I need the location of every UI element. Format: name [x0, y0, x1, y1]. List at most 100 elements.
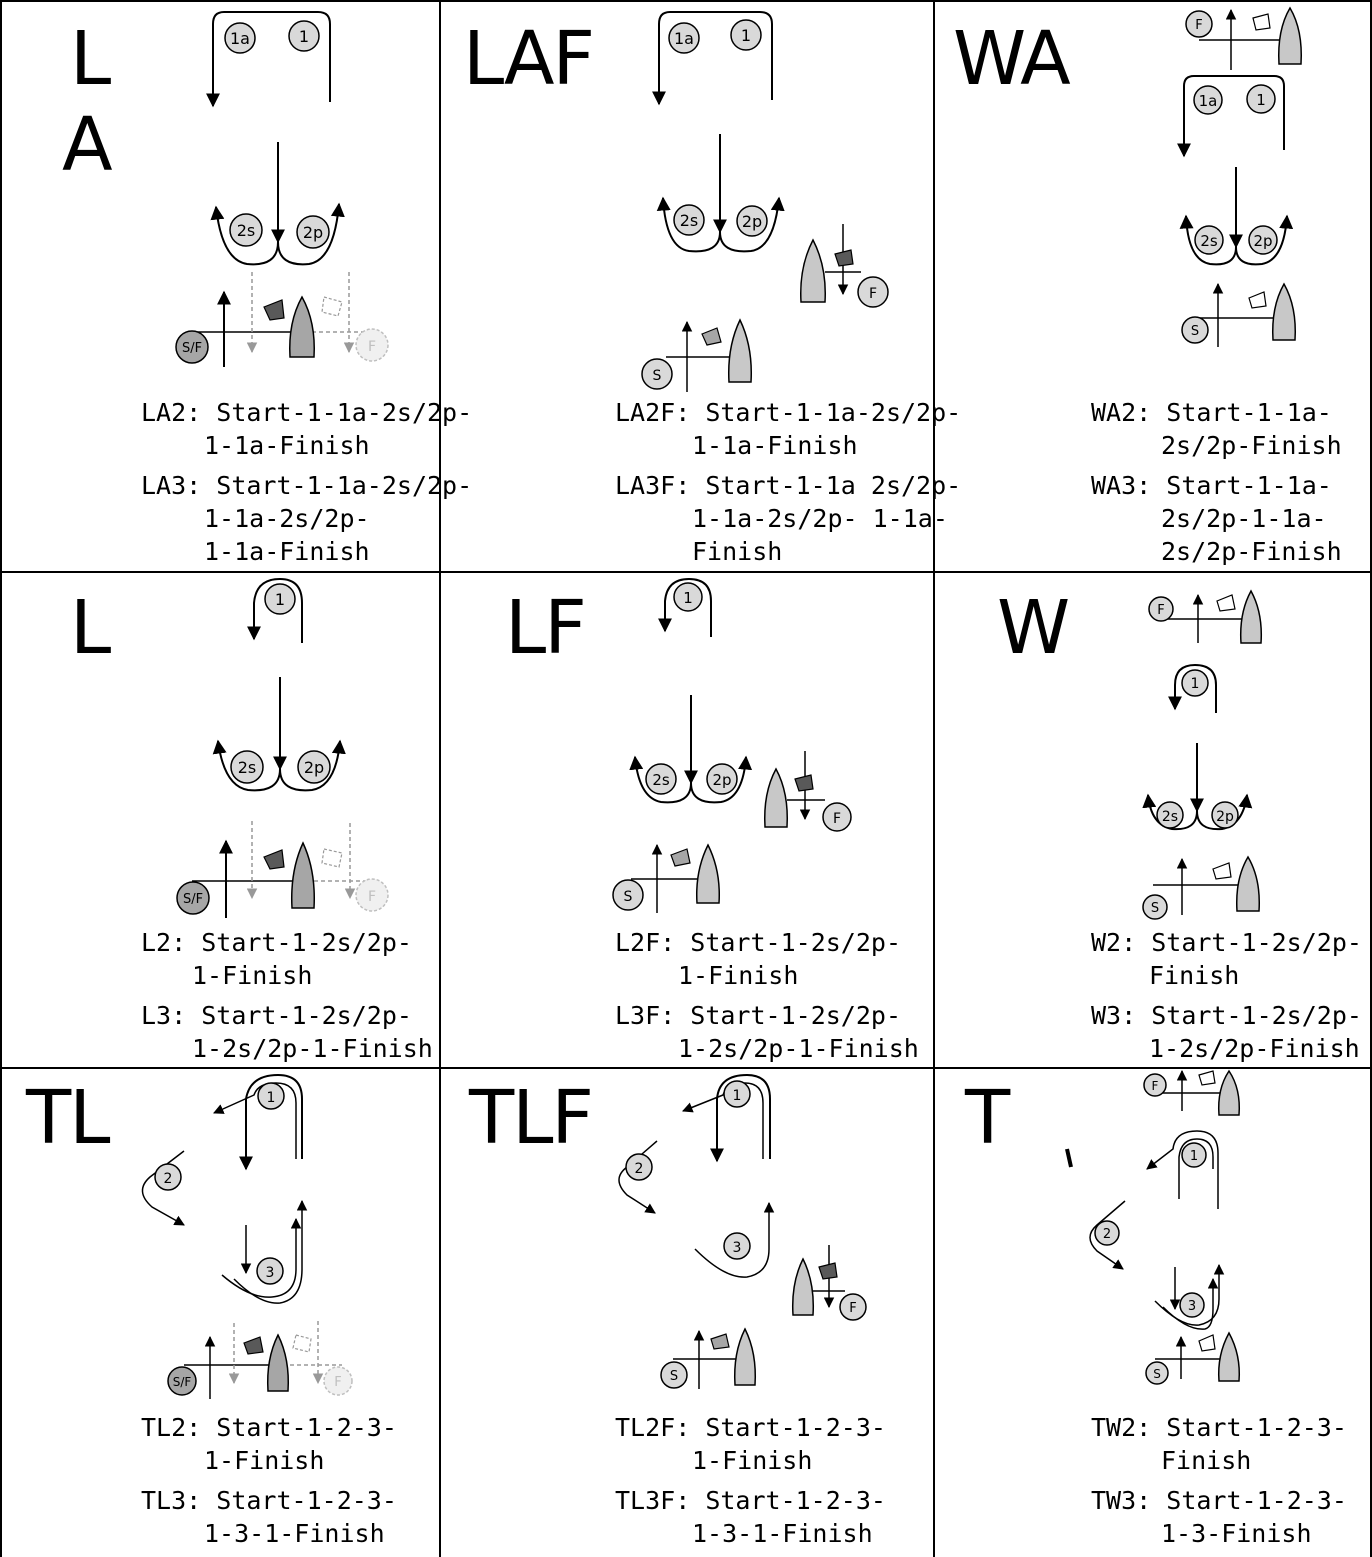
mark-sf-label: S/F: [173, 1375, 192, 1389]
finish-line: F: [1143, 1069, 1241, 1116]
flag-icon: [1198, 1334, 1216, 1352]
mark-1: [1246, 84, 1276, 114]
flag-icon: [243, 1336, 264, 1355]
mark-2p-label: 2p: [1216, 809, 1234, 825]
finish-line: F: [791, 1245, 867, 1321]
mark-2s-label: 2s: [1200, 232, 1218, 250]
mark-f: [1185, 10, 1213, 38]
gate-2s-2p: 2s 2p: [210, 142, 345, 266]
flag-icon: [710, 1333, 730, 1350]
finish-line: F: [1148, 589, 1263, 644]
course-cell-w: W F 1 2s 2p: [935, 573, 1372, 1069]
course-diagram-tlf: 1 2 3 F S: [618, 1073, 867, 1389]
route-l3f: L3F: Start-1-2s/2p-1-2s/2p-1-Finish: [615, 1001, 919, 1063]
mark-2s-label: 2s: [237, 221, 256, 240]
mark-2s-label: 2s: [652, 771, 670, 789]
route-tl3f: TL3F: Start-1-2-3-1-3-1-Finish: [615, 1486, 886, 1548]
mark-3-label: 3: [733, 1240, 742, 1256]
flag-icon: [1248, 291, 1267, 309]
mark-1-label: 1: [1191, 676, 1200, 692]
mark-1-label: 1: [267, 1090, 276, 1106]
mark-2p: [706, 763, 738, 795]
mark-1-label: 1: [1256, 91, 1266, 109]
committee-boat-icon: [800, 238, 826, 303]
mark-f-label: F: [1152, 1079, 1159, 1093]
route-w2: W2: Start-1-2s/2p-Finish: [1091, 928, 1362, 990]
course-cell-lf: LF 1 2s 2p F: [441, 573, 935, 1069]
mark-f: [1143, 1073, 1167, 1097]
route-la3f: LA3F: Start-1-1a 2s/2p-1-1a-2s/2p- 1-1a-…: [615, 471, 962, 566]
mark-2-label: 2: [635, 1161, 644, 1177]
course-cell-l: L 1 2s 2p S/F F: [0, 573, 441, 1069]
mark-2p-label: 2p: [1253, 232, 1272, 250]
course-code-la-line1: L: [70, 16, 111, 102]
mark-s-label: S: [1151, 901, 1159, 916]
course-diagram-tl: 1 2 3 S/F F: [141, 1073, 353, 1399]
mark-1-label: 1: [299, 27, 309, 46]
mark-1: [288, 20, 320, 52]
mark-2p-label: 2p: [304, 758, 324, 777]
mark-s-label: S: [624, 889, 633, 905]
mark-2p-label: 2p: [712, 771, 731, 789]
course-code-la-line2: A: [62, 102, 113, 188]
mark-f-label: F: [1195, 18, 1202, 33]
mark-2p-label: 2p: [742, 212, 762, 231]
committee-boat-icon: [290, 841, 316, 909]
mark-2s: [645, 763, 677, 795]
course-code-l: L: [70, 585, 111, 671]
finish-line: F: [763, 751, 852, 832]
course-diagram-l: 1 2s 2p S/F F: [176, 577, 389, 918]
start-line: S: [1142, 855, 1261, 920]
mark-2: [625, 1153, 653, 1181]
start-line: S: [641, 318, 753, 392]
flag-icon: [670, 848, 691, 867]
course-cell-tl: TL 1 2 3 S/F: [0, 1069, 441, 1557]
mark-f-ghost: [355, 328, 389, 362]
committee-boat-icon: [763, 767, 789, 828]
mark-2: [1094, 1220, 1120, 1246]
mark-1-label: 1: [275, 590, 285, 609]
mark-f-ghost-label: F: [368, 889, 376, 905]
mark-1-loop: 1a 1: [206, 11, 331, 108]
route-la2: LA2: Start-1-1a-2s/2p-1-1a-Finish: [141, 398, 473, 460]
flag-icon: [818, 1262, 838, 1280]
mark-s: [612, 879, 644, 911]
start-finish-line: S/F F: [167, 1321, 353, 1399]
course-code-w: W: [997, 585, 1070, 671]
mark-sf-label: S/F: [182, 341, 202, 356]
mark-s: [1142, 894, 1168, 920]
route-wa2: WA2: Start-1-1a-2s/2p-Finish: [1091, 398, 1342, 460]
flag-icon-ghost: [292, 1334, 312, 1353]
course-cell-t: T F 1 2 3: [935, 1069, 1372, 1557]
mark-2: [154, 1163, 182, 1191]
mark-f-label: F: [833, 811, 841, 827]
mark-1a: [224, 22, 256, 54]
mark-f: [822, 802, 852, 832]
mark-2p: [1211, 801, 1239, 829]
mark-f-ghost: [355, 878, 389, 912]
mark-1: [730, 19, 762, 51]
mark-2p: [736, 205, 768, 237]
flag-icon: [794, 774, 814, 792]
route-wa3: WA3: Start-1-1a-2s/2p-1-1a-2s/2p-Finish: [1091, 471, 1342, 566]
mark-2p: [1248, 225, 1278, 255]
course-code-lf: LF: [505, 585, 587, 671]
committee-boat-icon: [727, 318, 753, 383]
mark-3: [256, 1257, 284, 1285]
finish-line: F: [1185, 6, 1303, 70]
flag-icon-ghost: [321, 848, 343, 868]
mark-f-ghost: [323, 1366, 353, 1396]
course-diagram-wa: F 1a 1 2s 2p S: [1177, 6, 1303, 347]
flag-icon: [263, 299, 285, 321]
course-code-t: T: [965, 1075, 1010, 1161]
course-code-wa: WA: [953, 16, 1071, 102]
flag-icon: [263, 849, 285, 870]
course-diagram-la: 1a 1 2s 2p: [175, 11, 389, 367]
mark-f-label: F: [869, 286, 877, 302]
route-la2f: LA2F: Start-1-1a-2s/2p-1-1a-Finish: [615, 398, 962, 460]
course-diagram-w: F 1 2s 2p S: [1142, 589, 1263, 920]
mark-2s-label: 2s: [680, 211, 699, 230]
mark-2s: [1156, 801, 1184, 829]
mark-sf: [176, 881, 210, 915]
